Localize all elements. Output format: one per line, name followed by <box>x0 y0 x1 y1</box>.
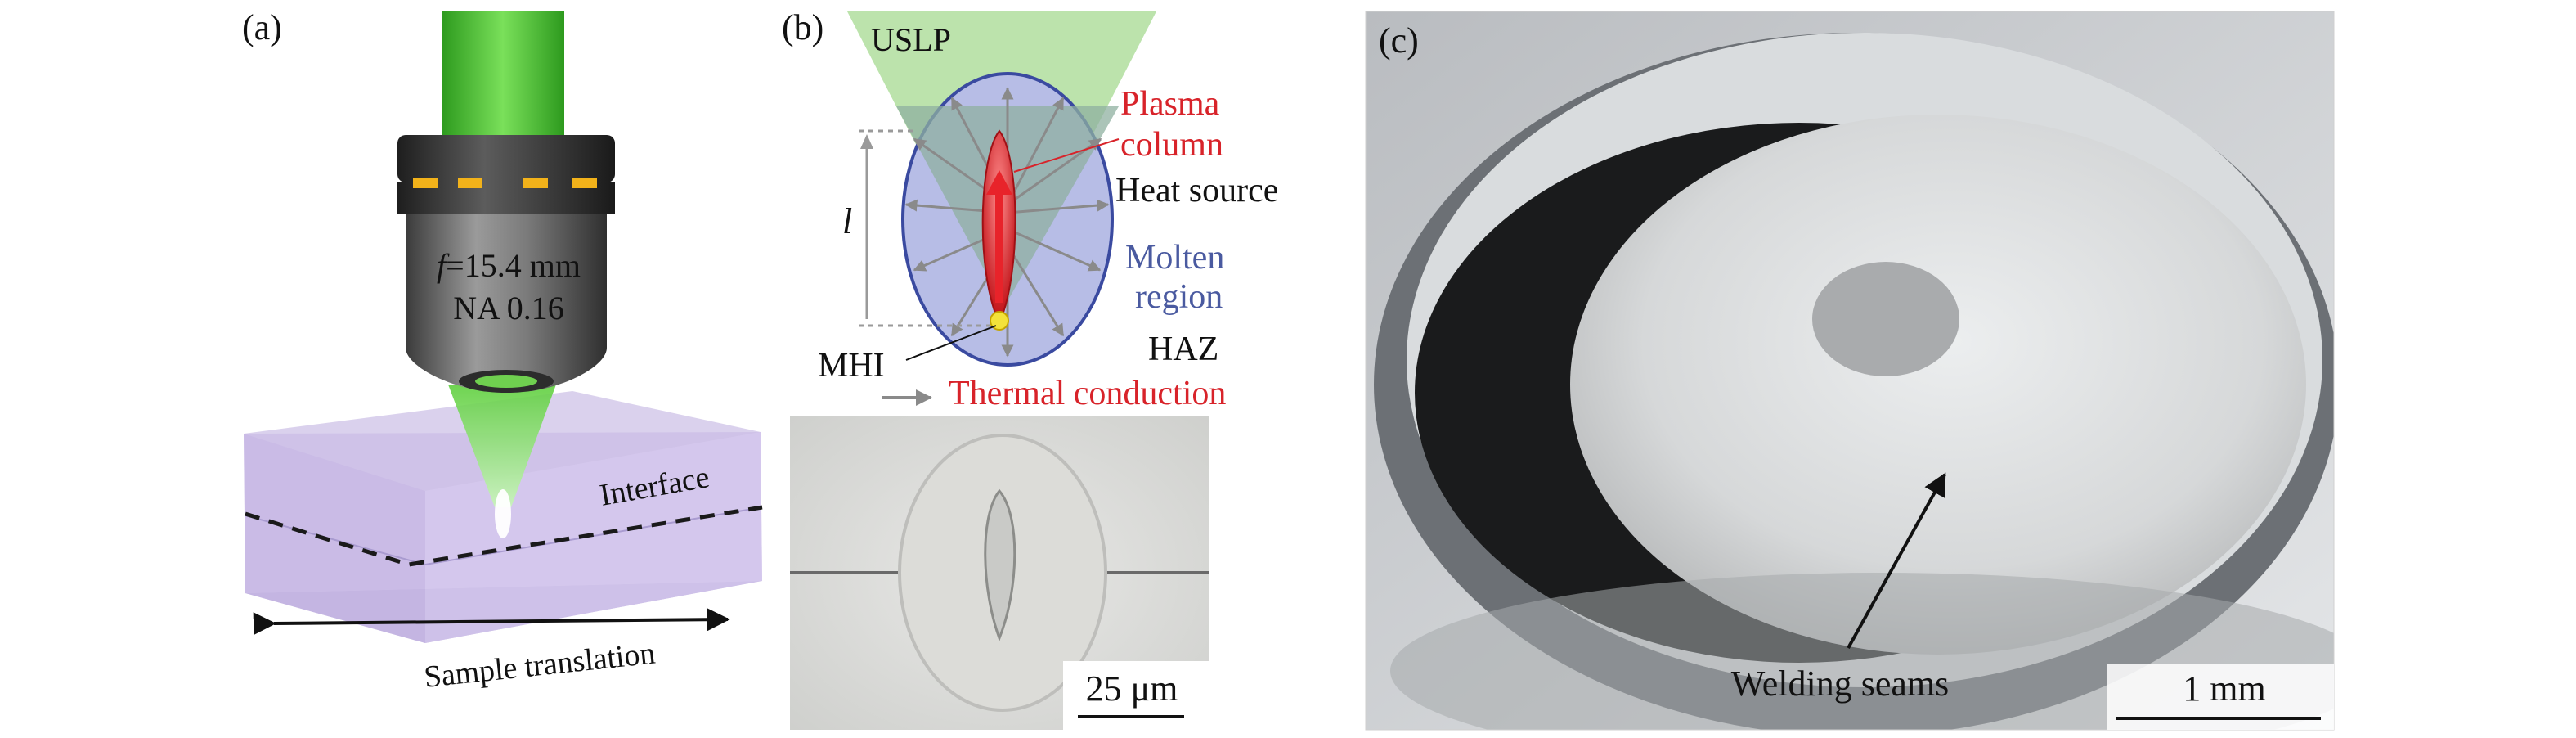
weld-photo <box>1366 11 2334 730</box>
haz-label: HAZ <box>1148 331 1218 368</box>
lens-focal-length: f=15.4 mm <box>437 247 581 284</box>
photo-scale-label: 1 mm <box>2183 668 2265 709</box>
panel-a: (a) f=15.4 mm NA 0.16 <box>242 7 763 695</box>
welding-seam <box>1812 262 1959 376</box>
translation-label: Sample translation <box>423 637 657 695</box>
plasma-label-1: Plasma <box>1120 85 1220 123</box>
molten-label-1: Molten <box>1125 239 1224 277</box>
length-symbol: l <box>842 201 852 241</box>
panel-b: (b) USLP <box>782 7 1278 730</box>
mhi-spot <box>990 311 1009 331</box>
panel-b-label: (b) <box>782 7 824 47</box>
translation-arrow <box>253 608 730 636</box>
welding-seam-arrow <box>1847 472 1946 649</box>
heat-flow-arrows <box>904 87 1110 358</box>
uslp-label: USLP <box>871 21 951 58</box>
interface-line <box>245 505 763 567</box>
length-marker <box>859 129 990 327</box>
heat-source-label: Heat source <box>1115 172 1278 209</box>
inner-disk <box>1570 115 2306 655</box>
mhi-label: MHI <box>818 347 885 385</box>
focal-spot <box>495 489 511 538</box>
cross-section-micrograph <box>790 416 1209 730</box>
panel-c: (c) Welding seams 1 mm <box>1365 11 2335 731</box>
objective-lens <box>397 135 615 393</box>
welding-seam-label: Welding seams <box>1731 664 1950 704</box>
thermal-conduction-label: Thermal conduction <box>949 375 1226 412</box>
lens-numerical-aperture: NA 0.16 <box>453 290 564 326</box>
panel-c-label: (c) <box>1379 20 1419 61</box>
laser-beam <box>442 11 564 151</box>
focused-beam <box>448 385 556 507</box>
micrograph-scale-label: 25 μm <box>1086 668 1178 709</box>
panel-a-label: (a) <box>242 7 282 47</box>
molten-label-2: region <box>1135 278 1223 316</box>
plasma-label-2: column <box>1120 126 1223 164</box>
